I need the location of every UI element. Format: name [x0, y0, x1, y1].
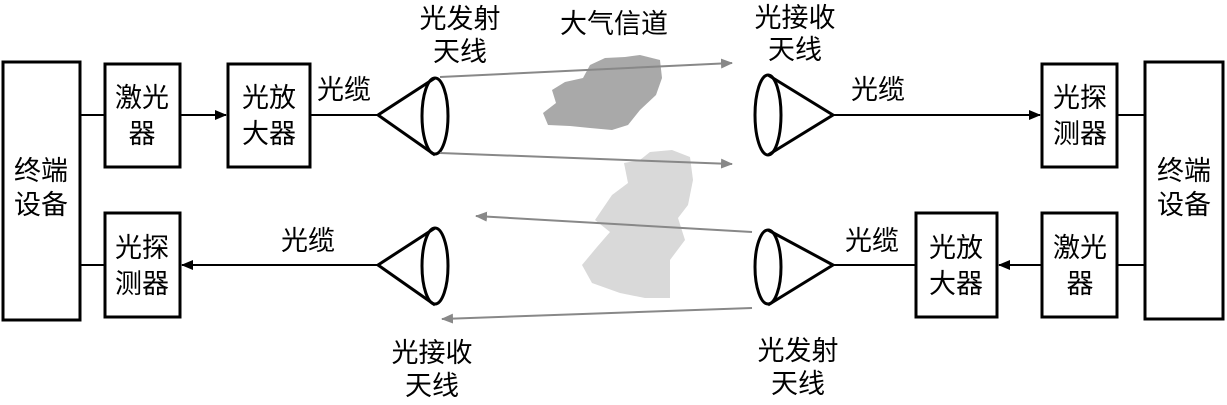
top-left-laser: 激光 器	[103, 62, 182, 169]
top-right-detector: 光探 测器	[1040, 62, 1119, 169]
top-tx-antenna-label-line1: 光发射	[420, 4, 501, 35]
right-terminal-label-line1: 终端	[1157, 156, 1211, 187]
bottom-right-amp-label-line1: 光放	[929, 233, 983, 264]
top-left-amp-label-line1: 光放	[242, 83, 296, 114]
bottom-right-laser: 激光 器	[1040, 211, 1119, 319]
top-cable-right-label: 光缆	[851, 75, 905, 106]
top-right-detector-label-line1: 光探	[1053, 83, 1107, 114]
right-terminal-device: 终端 设备	[1143, 60, 1225, 321]
beam-top-lower	[439, 152, 733, 169]
bottom-tx-antenna: 光发射 天线	[753, 228, 839, 400]
top-left-amplifier: 光放 大器	[226, 62, 312, 169]
right-terminal-label-line2: 设备	[1157, 190, 1211, 221]
top-left-laser-label-line2: 器	[129, 119, 156, 150]
atmospheric-channel-label: 大气信道	[560, 9, 668, 40]
left-terminal-label-line2: 设备	[14, 190, 68, 221]
bottom-right-laser-label-line1: 激光	[1053, 233, 1107, 264]
bottom-left-detector: 光探 测器	[103, 211, 182, 319]
bottom-rx-antenna-label-line1: 光接收	[392, 338, 473, 369]
bottom-tx-antenna-label-line1: 光发射	[758, 336, 839, 367]
bottom-rx-antenna-label-line2: 天线	[405, 371, 459, 402]
bottom-tx-antenna-label-line2: 天线	[771, 369, 825, 400]
top-left-laser-label-line1: 激光	[115, 83, 169, 114]
beam-top-upper	[439, 58, 733, 78]
bottom-left-detector-label-line1: 光探	[115, 233, 169, 264]
bottom-cable-right-label: 光缆	[845, 226, 899, 257]
bottom-right-amp-label-line2: 大器	[929, 269, 983, 300]
atmospheric-turbulence-cloud-upper	[543, 55, 662, 130]
left-terminal-device: 终端 设备	[1, 60, 82, 322]
bottom-right-laser-label-line2: 器	[1067, 269, 1094, 300]
top-tx-antenna: 光发射 天线	[377, 4, 501, 157]
bottom-rx-antenna: 光接收 天线	[375, 226, 473, 402]
left-terminal-label-line1: 终端	[14, 156, 68, 187]
bottom-cable-left-label: 光缆	[281, 226, 335, 257]
top-rx-antenna: 光接收 天线	[753, 3, 836, 157]
top-left-amp-label-line2: 大器	[242, 119, 296, 150]
top-right-detector-label-line2: 测器	[1053, 119, 1107, 150]
top-cable-left-label: 光缆	[317, 75, 371, 106]
beam-bottom-upper	[475, 211, 753, 233]
top-rx-antenna-label-line2: 天线	[768, 35, 822, 66]
beam-bottom-lower	[441, 307, 753, 324]
top-rx-antenna-label-line1: 光接收	[755, 3, 836, 34]
atmospheric-turbulence-cloud-lower	[582, 150, 693, 298]
bottom-left-detector-label-line2: 测器	[115, 269, 169, 300]
bottom-right-amplifier: 光放 大器	[914, 211, 999, 319]
top-tx-antenna-label-line2: 天线	[433, 37, 487, 68]
